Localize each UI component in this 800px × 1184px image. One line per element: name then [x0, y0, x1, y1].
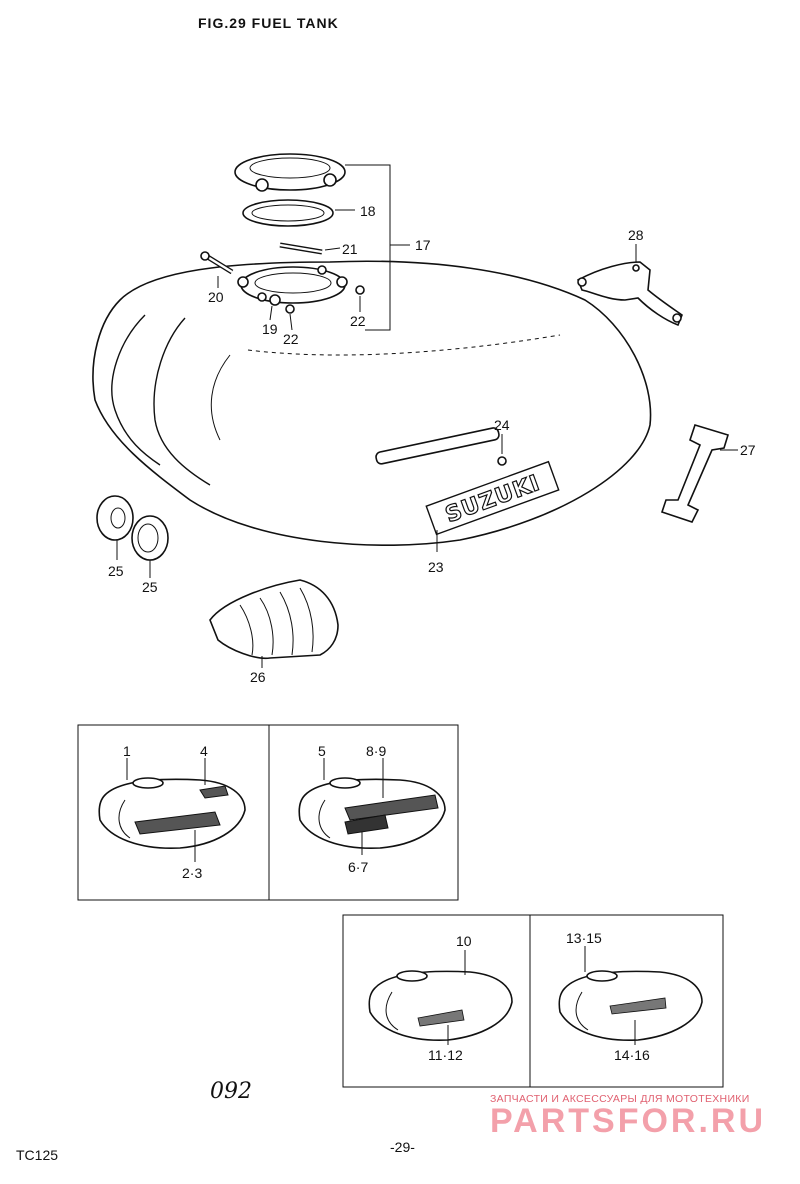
variant-panel-top	[77, 724, 459, 901]
watermark-brand: PARTSFOR.RU	[490, 1102, 766, 1140]
handwritten-note: 092	[210, 1079, 252, 1104]
tank-rear-cushion	[209, 579, 339, 660]
callout-24: 24	[494, 417, 510, 433]
rubber-strap	[660, 424, 730, 523]
callout-18: 18	[360, 203, 376, 219]
variant-tank-4	[558, 970, 703, 1041]
callout-28: 28	[628, 227, 644, 243]
cap-bolt	[200, 251, 234, 275]
tank-cushion-right	[131, 515, 169, 561]
tank-cushion-left	[96, 495, 134, 541]
callout-25a: 25	[108, 563, 124, 579]
variant-callout-13-15: 13·15	[566, 930, 602, 946]
nut	[355, 285, 365, 295]
variant-callout-14-16: 14·16	[614, 1047, 650, 1063]
washer	[269, 294, 281, 306]
variant-callout-6-7: 6·7	[348, 859, 368, 875]
variant-callout-2-3: 2·3	[182, 865, 202, 881]
callout-26: 26	[250, 669, 266, 685]
variant-callout-10: 10	[456, 933, 472, 949]
cap-gasket	[242, 199, 334, 227]
callout-21: 21	[342, 241, 358, 257]
variant-tank-1	[98, 777, 246, 849]
variant-tank-3	[368, 970, 513, 1041]
variant-callout-5: 5	[318, 743, 326, 759]
callout-22a: 22	[283, 331, 299, 347]
fuel-tank-illustration	[92, 260, 652, 546]
variant-callout-11-12: 11·12	[428, 1047, 463, 1063]
footer-model: TC125	[16, 1147, 58, 1163]
callout-20: 20	[208, 289, 224, 305]
variant-callout-8-9: 8·9	[366, 743, 386, 759]
callout-25b: 25	[142, 579, 158, 595]
variant-tank-2	[298, 777, 446, 849]
variant-callout-1: 1	[123, 743, 131, 759]
callout-27: 27	[740, 442, 756, 458]
callout-22b: 22	[350, 313, 366, 329]
variant-panel-bottom	[342, 914, 724, 1088]
figure-title: FIG.29 FUEL TANK	[198, 15, 339, 31]
filler-neck	[237, 265, 348, 304]
callout-17: 17	[415, 237, 431, 253]
mounting-bracket	[576, 261, 683, 327]
callout-23: 23	[428, 559, 444, 575]
page-number: -29-	[390, 1139, 415, 1155]
watermark-tagline: ЗАПЧАСТИ И АКСЕССУАРЫ ДЛЯ МОТОТЕХНИКИ	[490, 1093, 750, 1105]
nut	[285, 304, 295, 314]
group-bracket	[345, 164, 391, 331]
watermark: ЗАПЧАСТИ И АКСЕССУАРЫ ДЛЯ МОТОТЕХНИКИ PA…	[490, 1093, 766, 1140]
fuel-cap	[234, 153, 346, 192]
variant-callout-4: 4	[200, 743, 208, 759]
hinge-pin	[279, 242, 323, 255]
callout-19: 19	[262, 321, 278, 337]
